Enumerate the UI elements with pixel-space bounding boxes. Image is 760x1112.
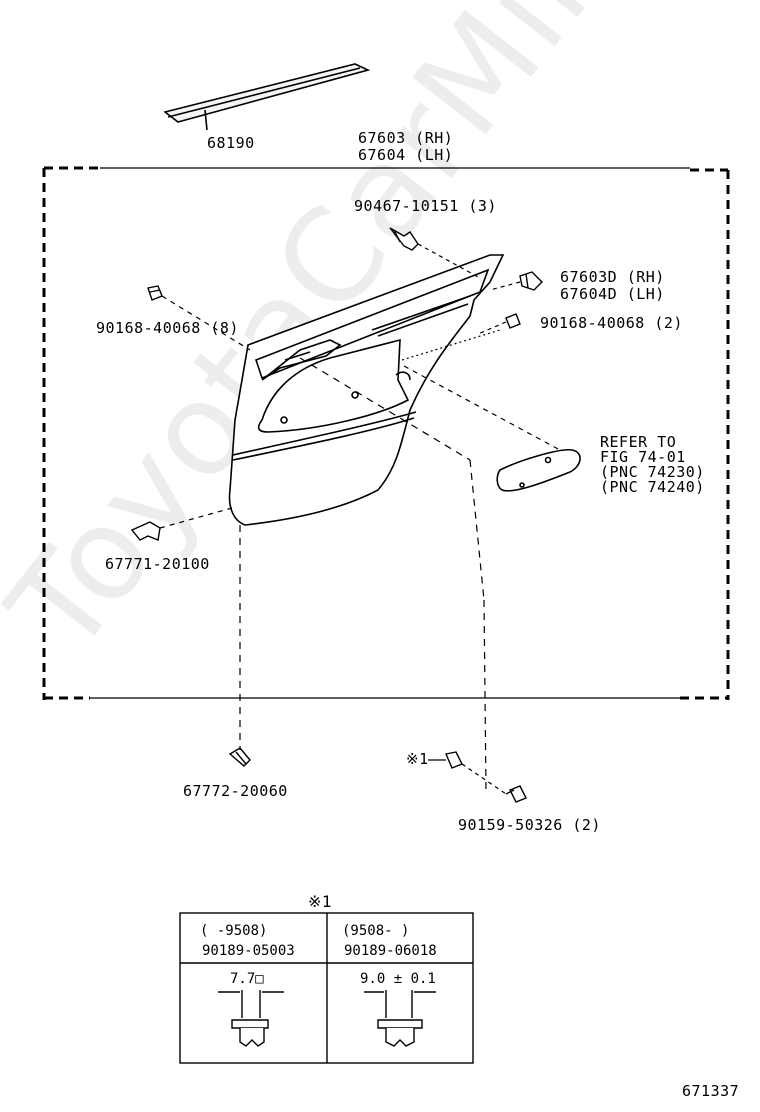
label-67604d: 67604D (LH) (560, 285, 665, 303)
screw-90159 (505, 785, 527, 803)
label-refer-4: (PNC 74240) (600, 478, 705, 496)
detail-table (179, 912, 474, 1064)
col2-range: (9508- ) (342, 923, 410, 939)
table-title: ※1 (308, 892, 333, 911)
label-90467: 90467-10151 (3) (354, 197, 497, 215)
label-refer-2: FIG 74-01 (600, 448, 686, 466)
weatherstrip-68190 (163, 63, 371, 131)
label-90168-left: 90168-40068 (8) (96, 319, 239, 337)
col1-dim: 7.7□ (230, 971, 264, 987)
door-trim-panel (228, 254, 505, 526)
diagram-id: 671337 (682, 1082, 740, 1100)
label-90159: 90159-50326 (2) (458, 816, 601, 834)
screw-90168-left (147, 285, 163, 301)
label-67772: 67772-20060 (183, 782, 288, 800)
col1-part: 90189-05003 (202, 943, 295, 959)
label-mark1: ※1 (406, 750, 429, 768)
label-refer: REFER TO FIG 74-01 (PNC 74230) (PNC 7424… (600, 435, 705, 495)
clip-67603d (519, 271, 543, 291)
label-refer-3: (PNC 74230) (600, 463, 705, 481)
detail-table-text: ( -9508) 90189-05003 (9508- ) 90189-0601… (180, 913, 473, 1063)
label-68190: 68190 (207, 134, 255, 152)
clip-90467 (389, 227, 419, 251)
label-67603: 67603 (RH) (358, 129, 454, 147)
col1-range: ( -9508) (200, 923, 268, 939)
clip-67771 (130, 521, 161, 541)
col2-dim: 9.0 ± 0.1 (360, 971, 436, 987)
label-refer-1: REFER TO (600, 433, 677, 451)
leader-lines (159, 243, 561, 795)
clip-67772 (228, 747, 251, 767)
label-67603-67604: 67603 (RH) 67604 (LH) (358, 130, 453, 164)
armrest-part (496, 449, 581, 492)
clip-mark1 (445, 751, 463, 769)
label-67771: 67771-20100 (105, 555, 210, 573)
label-67603d: 67603D (RH) (560, 268, 665, 286)
label-90168-right: 90168-40068 (2) (540, 314, 683, 332)
label-67604: 67604 (LH) (358, 146, 454, 164)
col2-part: 90189-06018 (344, 943, 437, 959)
label-67603d-67604d: 67603D (RH) 67604D (LH) (560, 269, 665, 303)
assembly-frame (42, 166, 730, 700)
screw-90168-right (505, 313, 521, 329)
